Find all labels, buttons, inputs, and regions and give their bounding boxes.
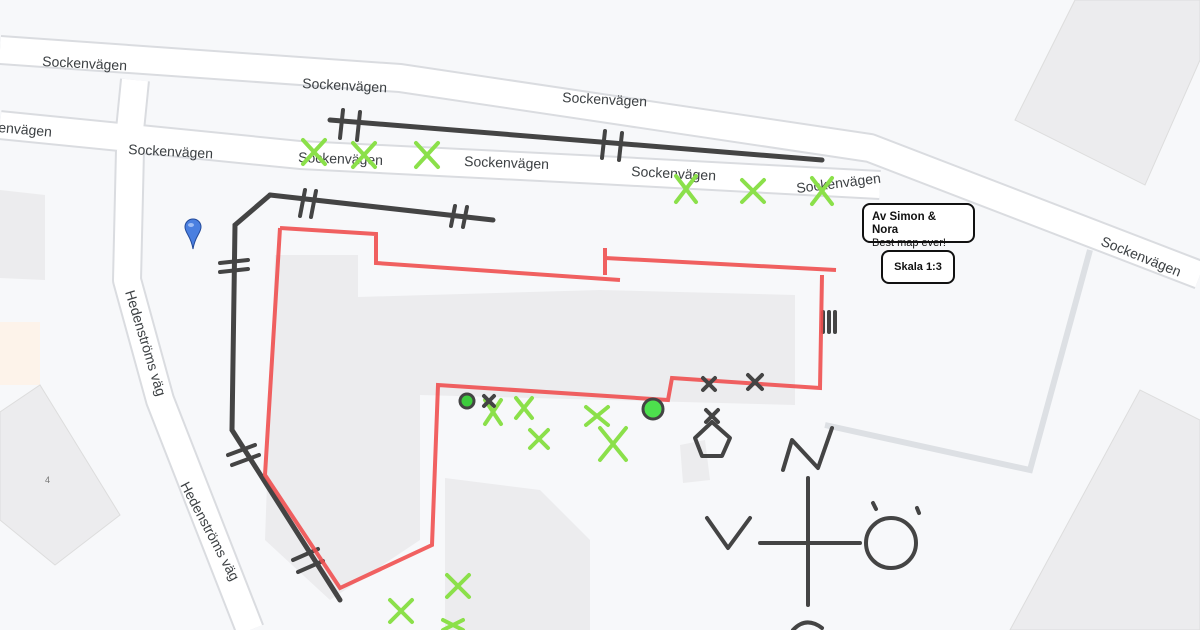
credit-label: Av Simon & Nora Best map ever! bbox=[862, 203, 975, 249]
roads[interactable] bbox=[0, 35, 1200, 630]
green-marks bbox=[301, 138, 834, 630]
green-dots[interactable] bbox=[458, 392, 665, 421]
street-label: Sockenvägen bbox=[464, 153, 549, 172]
street-label: envägen bbox=[0, 119, 53, 140]
credit-title: Av Simon & Nora bbox=[872, 211, 937, 236]
street-label: Sockenvägen bbox=[562, 89, 648, 109]
green-dot-small bbox=[458, 392, 476, 410]
dark-markings bbox=[482, 373, 921, 630]
street-label: Sockenvägen bbox=[42, 53, 128, 73]
scale-label: Skala 1:3 bbox=[881, 250, 955, 284]
street-label: Sockenvägen bbox=[302, 75, 388, 95]
green-dot-large bbox=[641, 397, 665, 421]
credit-subtitle: Best map ever! bbox=[872, 237, 946, 249]
drawn-walls bbox=[218, 108, 837, 603]
red-outline bbox=[262, 226, 837, 591]
building-number: 4 bbox=[45, 475, 50, 485]
street-label: Sockenvägen bbox=[128, 141, 214, 161]
location-marker-icon[interactable] bbox=[184, 218, 202, 250]
